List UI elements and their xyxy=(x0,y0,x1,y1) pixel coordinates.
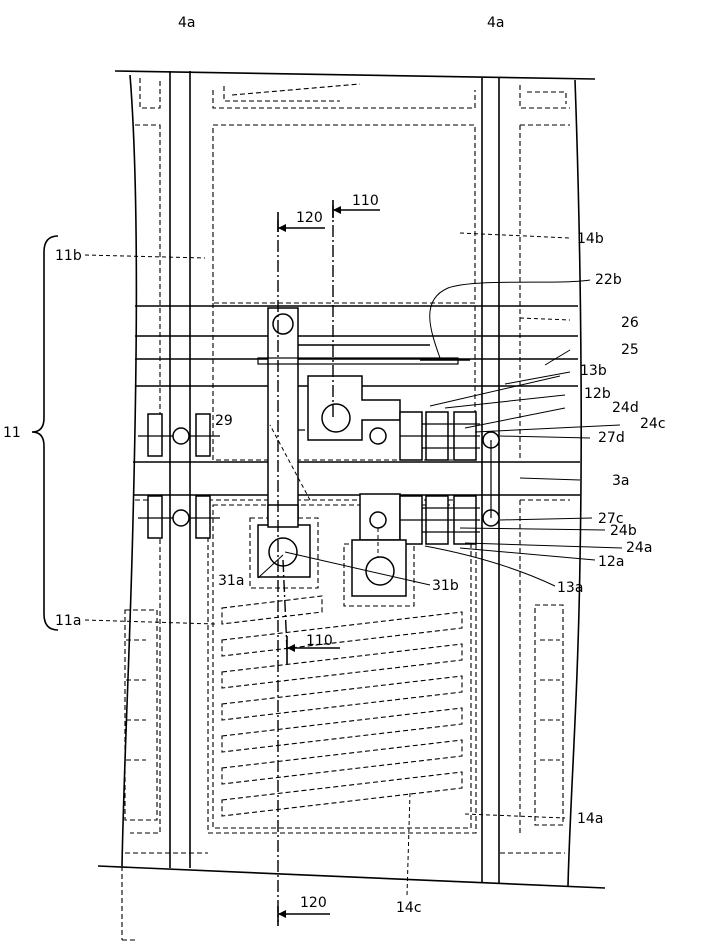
source-line-4a-left xyxy=(170,71,190,868)
reference-labels: 4a 4a 120 110 14b 11b 22b 26 25 13b 12b … xyxy=(3,15,666,916)
label-14b: 14b xyxy=(577,231,604,247)
label-22b: 22b xyxy=(595,272,622,288)
label-110-bottom: 110 xyxy=(306,633,333,649)
label-4a-right: 4a xyxy=(487,15,505,31)
contact-holes xyxy=(173,314,499,585)
label-4a-left: 4a xyxy=(178,15,196,31)
label-13b: 13b xyxy=(580,363,607,379)
label-24b: 24b xyxy=(610,523,637,539)
label-11: 11 xyxy=(3,425,21,441)
label-110-top: 110 xyxy=(352,193,379,209)
label-12b: 12b xyxy=(584,386,611,402)
label-31a: 31a xyxy=(218,573,244,589)
label-14a: 14a xyxy=(577,811,603,827)
label-12a: 12a xyxy=(598,554,624,570)
label-11b: 11b xyxy=(55,248,82,264)
gate-line-3a xyxy=(133,462,580,495)
label-29: 29 xyxy=(215,413,233,429)
label-24d: 24d xyxy=(612,400,639,416)
brace-11 xyxy=(32,236,58,630)
label-120-bottom: 120 xyxy=(300,895,327,911)
label-24c: 24c xyxy=(640,416,666,432)
label-24a: 24a xyxy=(626,540,652,556)
bus-lines-26-25 xyxy=(135,306,578,386)
label-120-top: 120 xyxy=(296,210,323,226)
label-14c: 14c xyxy=(396,900,422,916)
right-adjacent-electrodes xyxy=(500,85,570,853)
label-27d: 27d xyxy=(598,430,625,446)
label-3a: 3a xyxy=(612,473,630,489)
slit-pattern-14c xyxy=(126,596,560,816)
label-26: 26 xyxy=(621,315,639,331)
label-11a: 11a xyxy=(55,613,81,629)
label-31b: 31b xyxy=(432,578,459,594)
label-13a: 13a xyxy=(557,580,583,596)
label-25: 25 xyxy=(621,342,639,358)
pixel-electrode-11a-outline xyxy=(208,500,476,833)
